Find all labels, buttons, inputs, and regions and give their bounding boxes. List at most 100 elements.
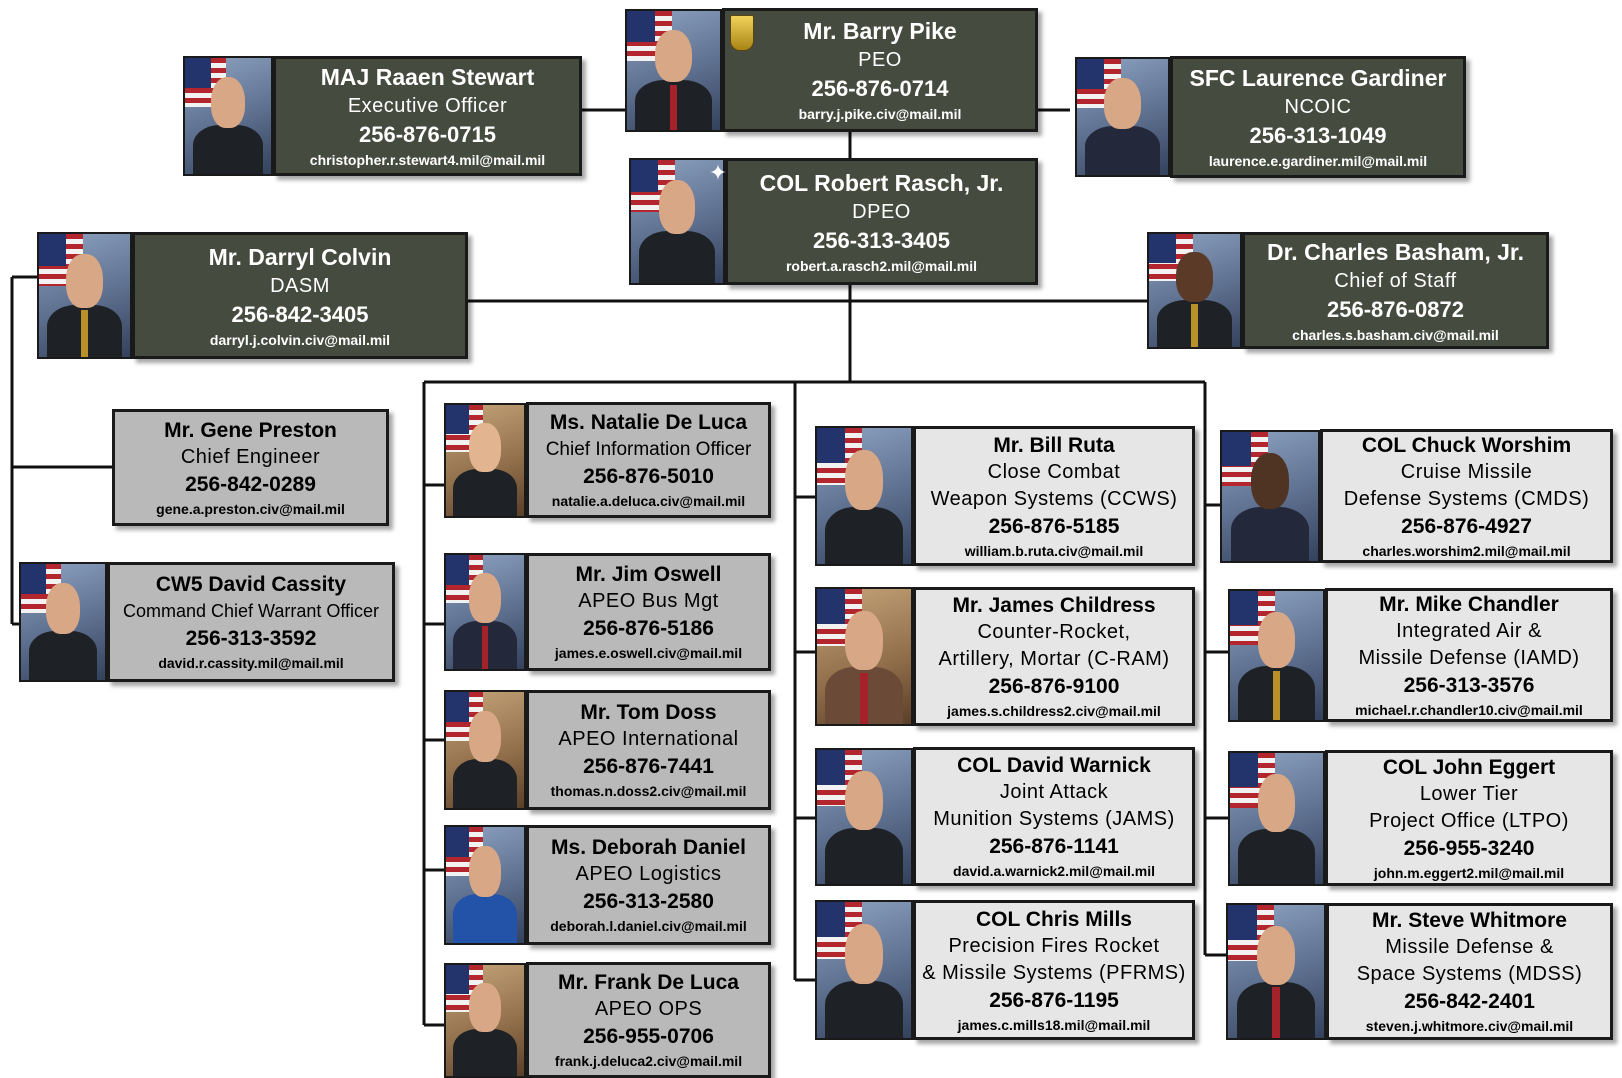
photo-eggert (1228, 751, 1325, 886)
name-gardiner: SFC Laurence Gardiner (1189, 65, 1447, 91)
email-warnick[interactable]: david.a.warnick2.mil@mail.mil (953, 863, 1155, 879)
name-rasch: COL Robert Rasch, Jr. (759, 169, 1004, 196)
email-ndeluca[interactable]: natalie.a.deluca.civ@mail.mil (551, 493, 746, 509)
photo-colvin (37, 232, 132, 359)
email-fdeluca[interactable]: frank.j.deluca2.civ@mail.mil (554, 1053, 743, 1069)
email-gardiner[interactable]: laurence.e.gardiner.mil@mail.mil (1208, 153, 1428, 169)
email-worshim[interactable]: charles.worshim2.mil@mail.mil (1362, 542, 1571, 559)
name-oswell: Mr. Jim Oswell (575, 563, 722, 586)
title-childress-line1: Counter-Rocket, (977, 621, 1131, 643)
title-gardiner: NCOIC (1284, 96, 1352, 118)
title-rasch: DPEO (852, 200, 911, 223)
title-oswell: APEO Bus Mgt (578, 590, 719, 612)
email-oswell[interactable]: james.e.oswell.civ@mail.mil (554, 645, 743, 661)
name-ruta: Mr. Bill Ruta (993, 433, 1115, 457)
name-colvin: Mr. Darryl Colvin (208, 243, 392, 270)
title-ruta-line1: Close Combat (987, 460, 1121, 483)
title-chandler-line1: Integrated Air & (1396, 619, 1542, 642)
card-colvin: Mr. Darryl Colvin DASM 256-842-3405 darr… (132, 232, 468, 359)
phone-warnick: 256-876-1141 (989, 835, 1119, 858)
card-doss: Mr. Tom Doss APEO International 256-876-… (526, 690, 771, 810)
email-ruta[interactable]: william.b.ruta.civ@mail.mil (964, 542, 1144, 559)
name-basham: Dr. Charles Basham, Jr. (1267, 238, 1524, 265)
phone-ruta: 256-876-5185 (988, 514, 1120, 538)
name-childress: Mr. James Childress (952, 594, 1156, 617)
card-whitmore: Mr. Steve Whitmore Missile Defense & Spa… (1326, 903, 1613, 1040)
name-pike: Mr. Barry Pike (803, 18, 957, 44)
email-rasch[interactable]: robert.a.rasch2.mil@mail.mil (785, 257, 978, 274)
email-colvin[interactable]: darryl.j.colvin.civ@mail.mil (209, 331, 391, 348)
card-mills: COL Chris Mills Precision Fires Rocket &… (913, 900, 1195, 1040)
title-cassity: Command Chief Warrant Officer (122, 601, 380, 621)
photo-childress (815, 587, 913, 726)
phone-chandler: 256-313-3576 (1403, 673, 1535, 697)
name-fdeluca: Mr. Frank De Luca (558, 971, 739, 994)
title-worshim-line2: Defense Systems (CMDS) (1343, 487, 1590, 510)
email-basham[interactable]: charles.s.basham.civ@mail.mil (1292, 326, 1499, 343)
photo-rasch (629, 158, 725, 285)
photo-gardiner (1075, 57, 1170, 177)
card-chandler: Mr. Mike Chandler Integrated Air & Missi… (1325, 588, 1613, 722)
photo-ndeluca (444, 403, 526, 518)
name-chandler: Mr. Mike Chandler (1379, 592, 1559, 616)
photo-stewart (183, 56, 273, 176)
phone-cassity: 256-313-3592 (185, 627, 317, 650)
name-preston: Mr. Gene Preston (164, 418, 337, 442)
title-worshim-line1: Cruise Missile (1400, 460, 1533, 483)
photo-worshim (1220, 430, 1320, 563)
phone-childress: 256-876-9100 (988, 675, 1120, 698)
email-daniel[interactable]: deborah.l.daniel.civ@mail.mil (550, 918, 747, 934)
title-pike: PEO (858, 49, 902, 71)
name-doss: Mr. Tom Doss (580, 701, 717, 724)
email-mills[interactable]: james.c.mills18.mil@mail.mil (957, 1016, 1151, 1033)
phone-colvin: 256-842-3405 (231, 301, 369, 327)
phone-preston: 256-842-0289 (185, 472, 316, 496)
name-daniel: Ms. Deborah Daniel (551, 836, 746, 859)
name-eggert: COL John Eggert (1382, 755, 1556, 779)
name-stewart: MAJ Raaen Stewart (320, 64, 535, 90)
title-basham: Chief of Staff (1334, 269, 1457, 292)
card-worshim: COL Chuck Worshim Cruise Missile Defense… (1320, 429, 1613, 563)
photo-oswell (444, 553, 526, 671)
card-ruta: Mr. Bill Ruta Close Combat Weapon System… (913, 426, 1195, 566)
phone-ndeluca: 256-876-5010 (583, 465, 714, 488)
title-preston: Chief Engineer (180, 445, 321, 468)
email-cassity[interactable]: david.r.cassity.mil@mail.mil (158, 655, 344, 671)
name-ndeluca: Ms. Natalie De Luca (549, 411, 748, 434)
phone-doss: 256-876-7441 (583, 755, 714, 778)
phone-gardiner: 256-313-1049 (1249, 123, 1387, 148)
email-stewart[interactable]: christopher.r.stewart4.mil@mail.mil (309, 152, 546, 168)
email-chandler[interactable]: michael.r.chandler10.civ@mail.mil (1355, 701, 1583, 718)
photo-cassity (19, 562, 107, 682)
email-pike[interactable]: barry.j.pike.civ@mail.mil (798, 106, 962, 122)
photo-warnick (815, 748, 913, 886)
email-preston[interactable]: gene.a.preston.civ@mail.mil (156, 500, 345, 517)
title-daniel: APEO Logistics (575, 863, 722, 885)
phone-eggert: 256-955-3240 (1403, 836, 1535, 860)
title-eggert-line2: Project Office (LTPO) (1369, 809, 1569, 832)
email-childress[interactable]: james.s.childress2.civ@mail.mil (947, 703, 1161, 719)
title-ndeluca: Chief Information Officer (545, 439, 752, 460)
phone-rasch: 256-313-3405 (812, 227, 950, 253)
email-eggert[interactable]: john.m.eggert2.mil@mail.mil (1373, 864, 1565, 881)
photo-pike (625, 9, 722, 132)
phone-stewart: 256-876-0715 (358, 122, 496, 147)
phone-oswell: 256-876-5186 (583, 617, 714, 640)
photo-ruta (815, 426, 913, 566)
title-childress-line2: Artillery, Mortar (C-RAM) (938, 648, 1170, 670)
title-warnick-line1: Joint Attack (999, 781, 1109, 803)
card-gardiner: SFC Laurence Gardiner NCOIC 256-313-1049… (1170, 56, 1466, 178)
email-doss[interactable]: thomas.n.doss2.civ@mail.mil (550, 783, 747, 799)
phone-basham: 256-876-0872 (1326, 296, 1464, 322)
title-fdeluca: APEO OPS (594, 998, 703, 1020)
card-ndeluca: Ms. Natalie De Luca Chief Information Of… (526, 402, 771, 518)
title-chandler-line2: Missile Defense (IAMD) (1358, 646, 1580, 669)
card-oswell: Mr. Jim Oswell APEO Bus Mgt 256-876-5186… (526, 553, 771, 671)
name-whitmore: Mr. Steve Whitmore (1372, 909, 1567, 932)
email-whitmore[interactable]: steven.j.whitmore.civ@mail.mil (1365, 1018, 1574, 1034)
title-whitmore-line2: Space Systems (MDSS) (1356, 963, 1583, 985)
title-whitmore-line1: Missile Defense & (1385, 936, 1554, 958)
name-mills: COL Chris Mills (976, 907, 1132, 931)
title-ruta-line2: Weapon Systems (CCWS) (930, 487, 1178, 510)
title-stewart: Executive Officer (347, 95, 508, 117)
